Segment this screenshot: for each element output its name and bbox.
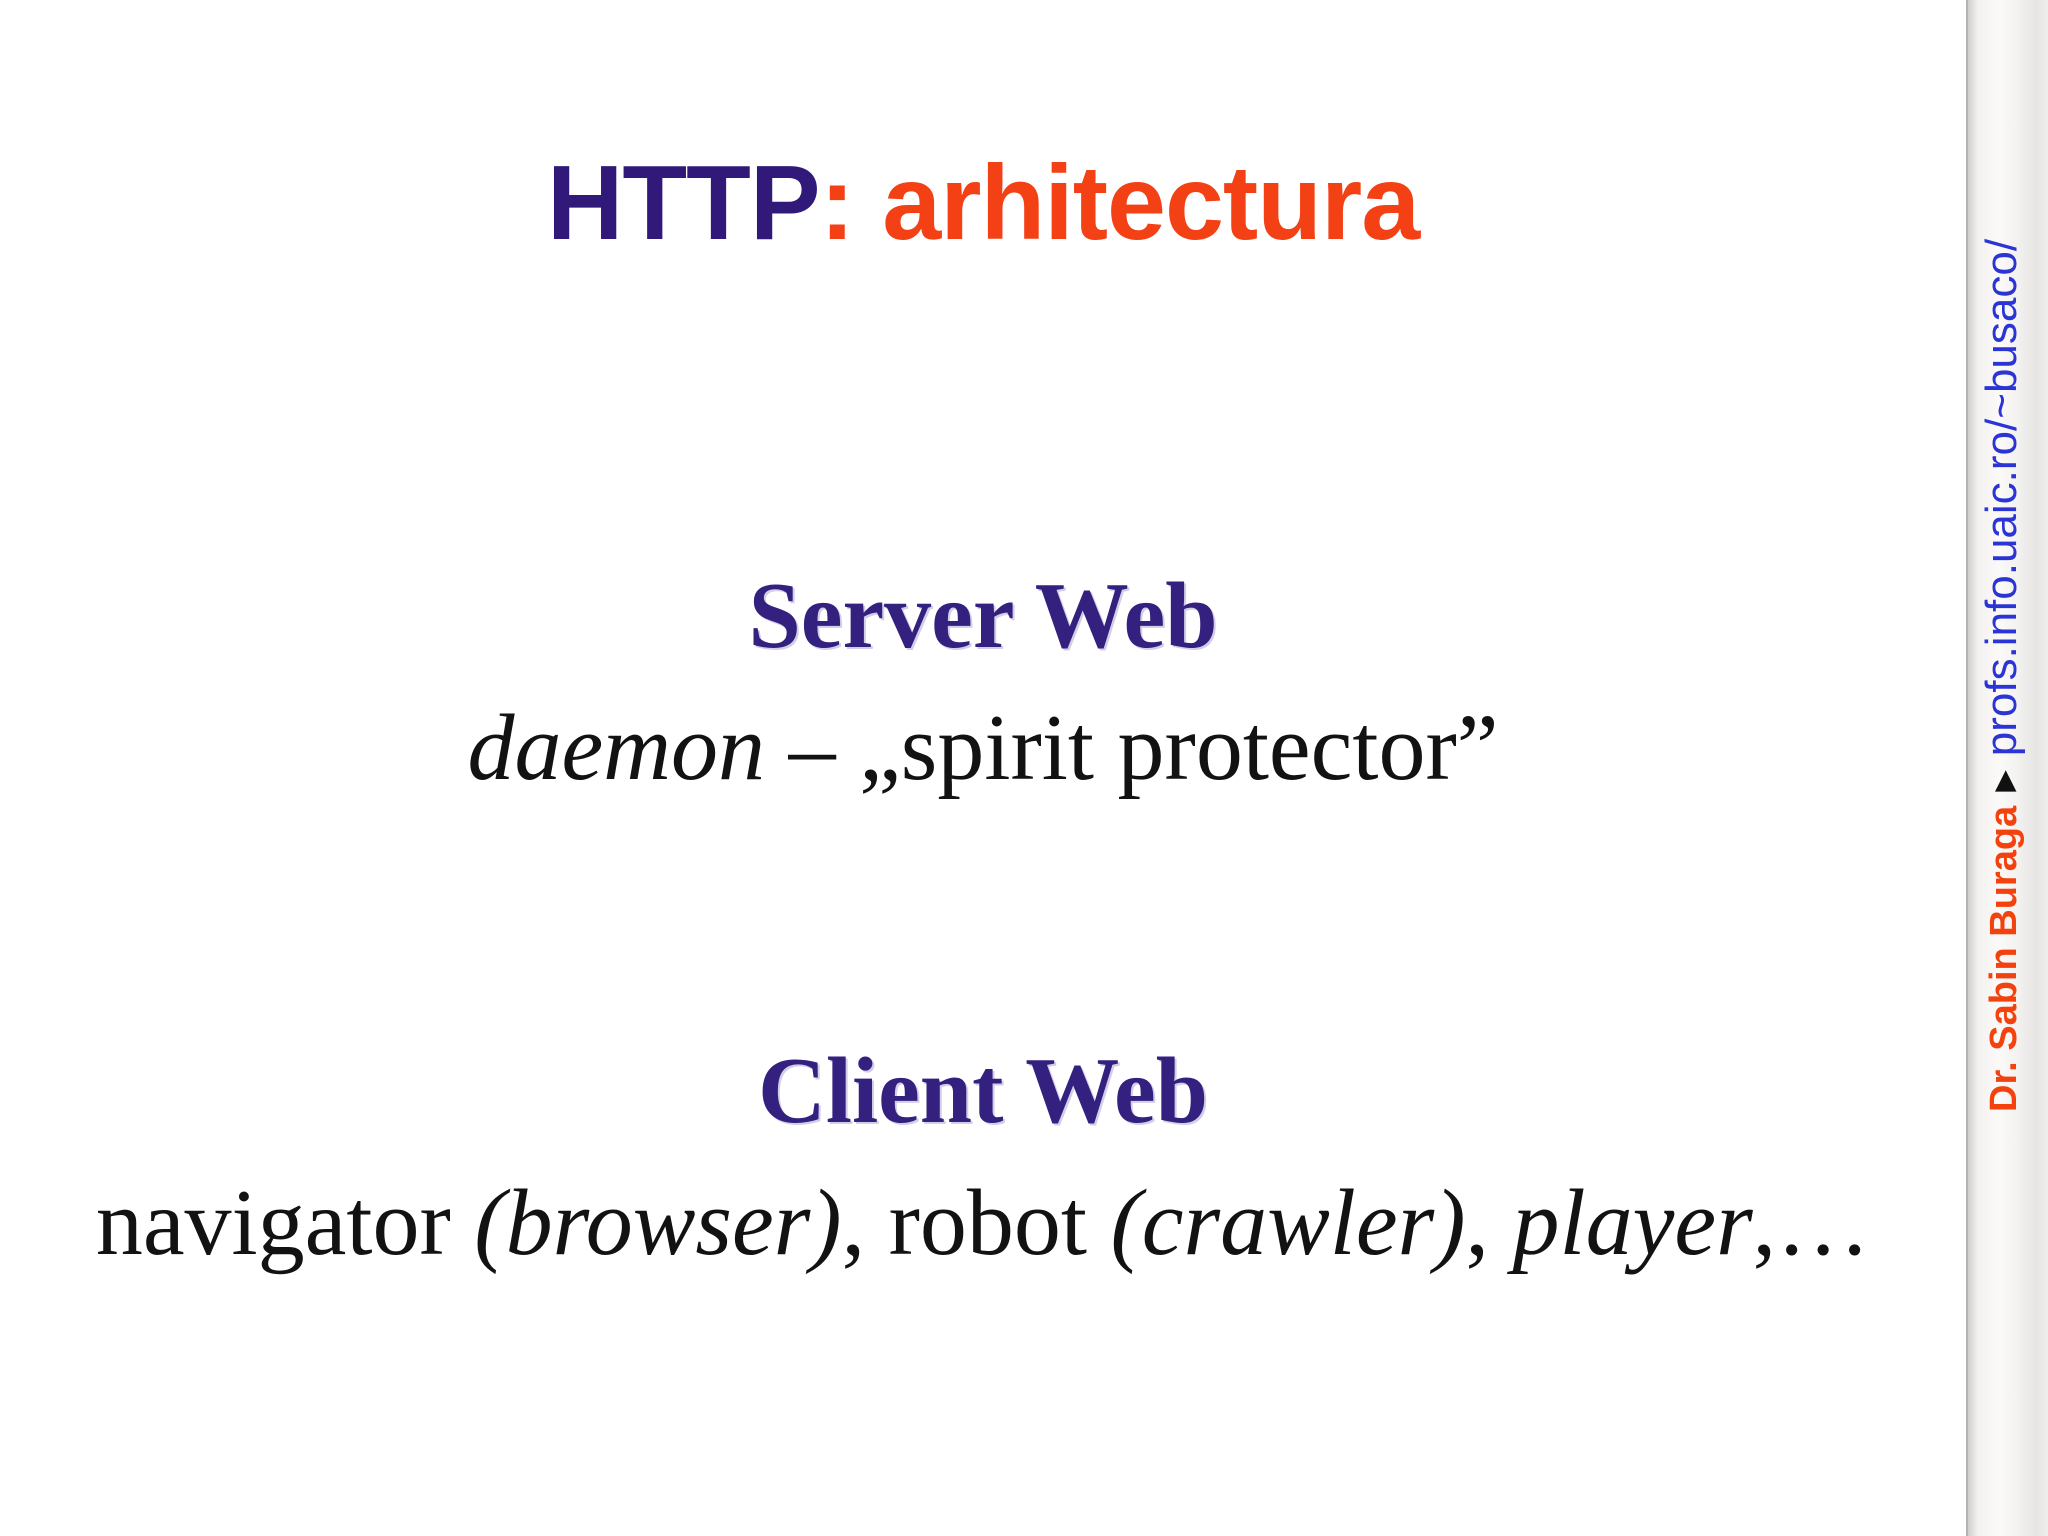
text-run: – „spirit protector” (765, 695, 1499, 800)
client-web-heading: Client Web (757, 1039, 1209, 1143)
text-run: daemon (467, 695, 766, 800)
text-run: navigator (95, 1170, 475, 1275)
slide-title: HTTP: arhitectura (0, 145, 1966, 262)
text-run: (crawler) (1110, 1170, 1466, 1275)
client-web-description: navigator (browser), robot (crawler), pl… (0, 1158, 1966, 1290)
title-arhitectura: : arhitectura (819, 144, 1421, 262)
server-web-heading: Server Web (748, 564, 1218, 668)
sidebar-strip: Dr. Sabin Buraga ▶ profs.info.uaic.ro/~bus… (1966, 0, 2048, 1536)
author-website-url: profs.info.uaic.ro/~busaco/ (1977, 238, 2026, 757)
sidebar-vertical-text: Dr. Sabin Buraga ▶ profs.info.uaic.ro/~bus… (1977, 238, 2026, 1112)
text-run: ,… (1752, 1170, 1871, 1275)
text-run: , robot (841, 1170, 1111, 1275)
server-web-section: Server Web daemon – „spirit protector” (0, 551, 1966, 814)
slide-canvas: HTTP: arhitectura Server Web daemon – „s… (0, 144, 1966, 1289)
server-web-description: daemon – „spirit protector” (0, 683, 1966, 815)
text-run: , (1465, 1170, 1513, 1275)
text-run: player (1512, 1170, 1753, 1275)
text-run: (browser) (474, 1170, 842, 1275)
author-credit: Dr. Sabin Buraga (1983, 805, 2025, 1112)
client-web-section: Client Web navigator (browser), robot (c… (0, 1026, 1966, 1289)
title-http: HTTP (546, 144, 821, 262)
triangle-separator-icon: ▶ (1988, 770, 2019, 792)
